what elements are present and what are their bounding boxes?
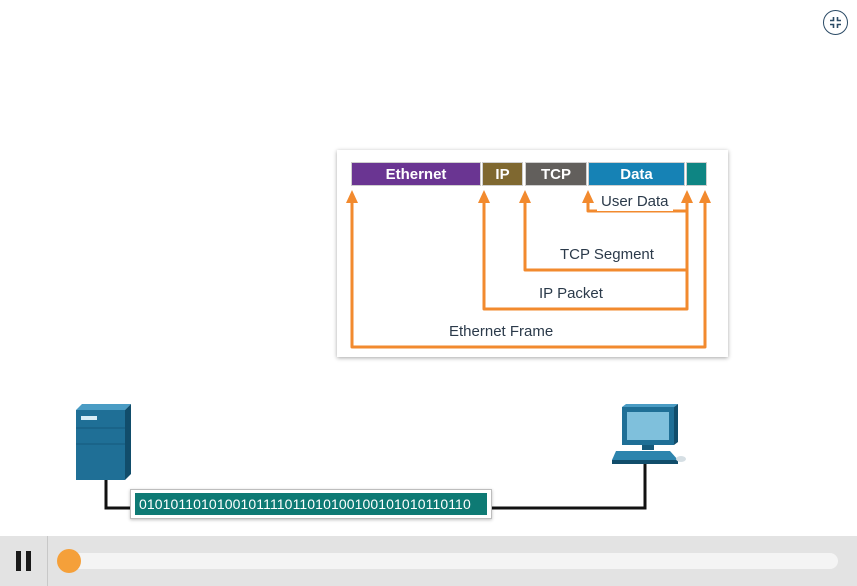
computer-icon [612, 404, 686, 464]
progress-track[interactable] [62, 553, 838, 569]
encapsulation-diagram: Ethernet IP TCP Data User Data TCP Segme… [337, 150, 728, 357]
bitstream-text: 0101011010100101111011010100100101010110… [135, 493, 487, 515]
user-data-label: User Data [597, 193, 673, 211]
media-player-bar [0, 536, 857, 586]
tcp-header: TCP [525, 162, 587, 186]
server-icon [76, 404, 131, 480]
data-block: Data [588, 162, 685, 186]
pause-icon-bar [26, 551, 31, 571]
ip-packet-label: IP Packet [535, 285, 607, 303]
encapsulation-arrows [346, 190, 711, 349]
ethernet-trailer [686, 162, 707, 186]
pause-icon [16, 551, 21, 571]
progress-thumb[interactable] [57, 549, 81, 573]
ip-header: IP [482, 162, 523, 186]
pause-button[interactable] [0, 536, 48, 586]
bitstream-box: 0101011010100101111011010100100101010110… [130, 489, 492, 519]
ethernet-frame-label: Ethernet Frame [445, 323, 558, 341]
exit-fullscreen-button[interactable] [823, 10, 848, 35]
collapse-icon [830, 17, 841, 28]
tcp-segment-label: TCP Segment [556, 246, 658, 264]
ethernet-header: Ethernet [351, 162, 481, 186]
